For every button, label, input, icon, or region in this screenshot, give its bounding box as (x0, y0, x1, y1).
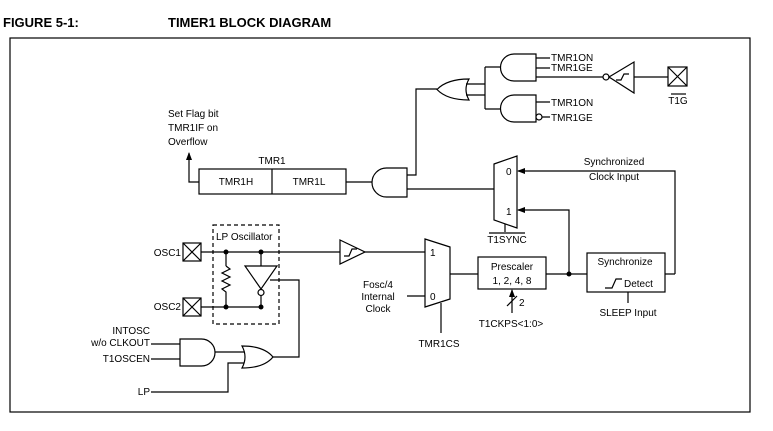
osc1-label: OSC1 (154, 248, 182, 259)
fosc-text-1: Fosc/4 (363, 280, 393, 291)
clock-mux-in1: 1 (430, 248, 436, 259)
synchronize-title: Synchronize (597, 257, 652, 268)
register-label: TMR1 (258, 156, 286, 167)
sleep-input-label: SLEEP Input (599, 308, 656, 319)
lp-oscillator-label: LP Oscillator (216, 232, 273, 243)
sync-mux-in1: 1 (506, 207, 512, 218)
schmitt-trigger-icon (344, 248, 357, 257)
t1g-pin[interactable] (667, 66, 688, 87)
gate-and-gate-2 (499, 94, 537, 123)
overflow-text-1: Set Flag bit (168, 109, 219, 120)
diagram-frame (9, 37, 751, 413)
oscillator-inverter (243, 265, 279, 291)
t1sync-mux (493, 155, 518, 229)
clock-mux-in0: 0 (430, 292, 436, 303)
figure-number: FIGURE 5-1: (3, 15, 79, 30)
sync-clock-text-1: Synchronized (584, 157, 645, 168)
tmr1h-label: TMR1H (219, 177, 253, 188)
t1sync-label: T1SYNC (487, 235, 526, 246)
lp-label: LP (138, 387, 151, 398)
and2-tmr1ge-label: TMR1GE (551, 113, 593, 124)
t1ckps-label: T1CKPS<1:0> (479, 319, 544, 330)
prescaler-values: 1, 2, 4, 8 (493, 276, 532, 287)
detect-label: Detect (624, 279, 653, 290)
prescaler-title: Prescaler (491, 262, 534, 273)
osc2-label: OSC2 (154, 302, 182, 313)
gate-and-gate-1 (499, 53, 537, 82)
tmr1-enable-and-gate (371, 167, 408, 198)
edge-detect-icon (605, 278, 622, 289)
overflow-text-2: TMR1IF on (168, 123, 218, 134)
overflow-text-3: Overflow (168, 137, 208, 148)
t1oscen-label: T1OSCEN (103, 354, 150, 365)
overflow-arrow (186, 152, 199, 183)
enable-and-gate (179, 338, 216, 367)
and1-tmr1on-label: TMR1ON (551, 53, 593, 64)
enable-or-gate (240, 345, 274, 369)
sync-clock-text-2: Clock Input (589, 172, 639, 183)
intosc-label-2: w/o CLKOUT (90, 338, 150, 349)
synchronize-block (586, 252, 666, 293)
and1-tmr1ge-label: TMR1GE (551, 63, 593, 74)
tmr1cs-mux (424, 238, 451, 308)
figure-title: TIMER1 BLOCK DIAGRAM (168, 15, 331, 30)
tmr1-register: TMR1 TMR1H TMR1L (198, 156, 347, 195)
osc1-pin[interactable] (182, 242, 202, 262)
intosc-label-1: INTOSC (112, 326, 150, 337)
t1g-pin-label: T1G (668, 96, 688, 107)
resistor-icon (220, 265, 232, 294)
gate-or-gate (436, 78, 471, 101)
tmr1cs-label: TMR1CS (418, 339, 459, 350)
clock-schmitt-buffer (339, 239, 367, 265)
bus-width-label: 2 (519, 298, 525, 309)
schmitt-trigger-icon (616, 73, 629, 81)
t1g-schmitt-buffer (607, 60, 635, 95)
and2-tmr1on-label: TMR1ON (551, 98, 593, 109)
fosc-text-3: Clock (365, 304, 391, 315)
lp-oscillator-box (212, 224, 280, 325)
osc2-pin[interactable] (182, 297, 202, 317)
tmr1l-label: TMR1L (293, 177, 326, 188)
fosc-text-2: Internal (361, 292, 394, 303)
sync-mux-in0: 0 (506, 167, 512, 178)
inversion-bubble (535, 113, 543, 121)
